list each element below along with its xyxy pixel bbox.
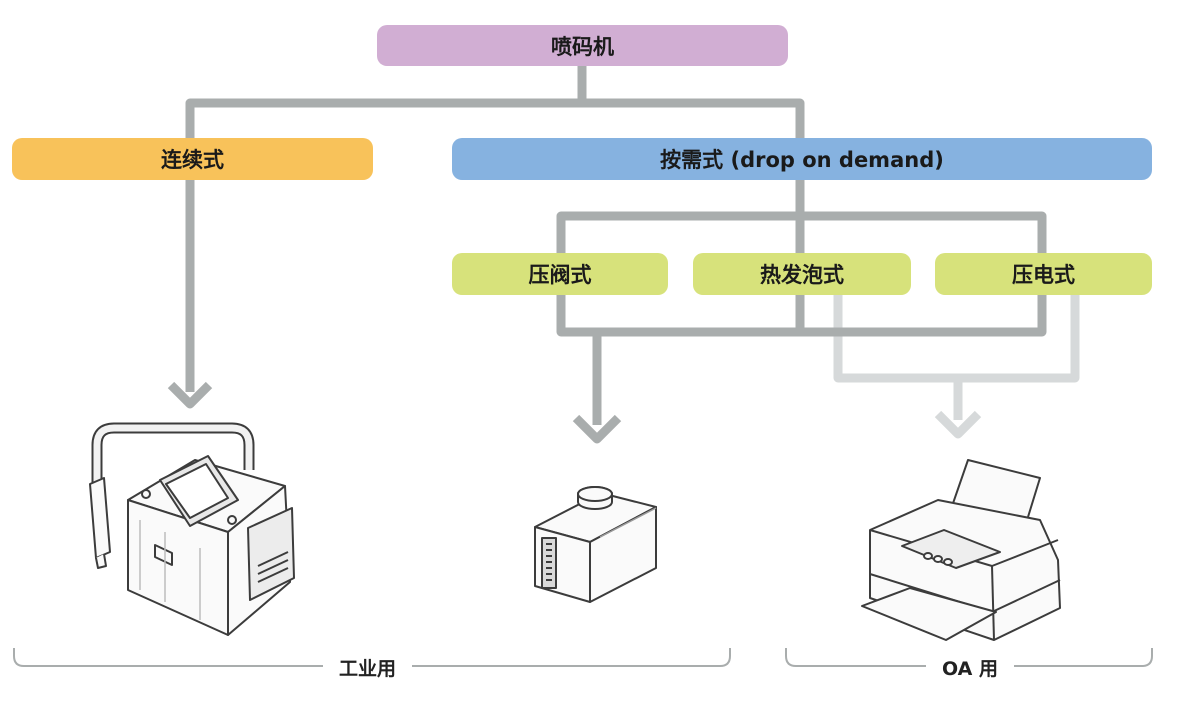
method-node-piezo: 压电式 [935,253,1152,295]
method-node-label: 压电式 [1012,263,1075,287]
on-demand-node: 按需式 (drop on demand) [452,138,1152,180]
industrial-cij-printer-icon [89,422,295,636]
method-node-label: 热发泡式 [760,263,844,287]
on-demand-node-label: 按需式 (drop on demand) [660,148,944,172]
root-node-label: 喷码机 [551,34,614,59]
continuous-node: 连续式 [12,138,373,180]
dark-connectors [167,64,1047,444]
root-node-inkjet: 喷码机 [377,25,788,66]
group-label-industrial: 工业用 [323,654,413,681]
method-node-label: 压阀式 [528,263,592,287]
method-node-thermal: 热发泡式 [693,253,911,295]
ink-cartridge-head-icon [534,486,657,603]
method-node-valve: 压阀式 [452,253,668,295]
desktop-inkjet-printer-icon [861,459,1061,641]
continuous-node-label: 连续式 [161,148,224,172]
group-label-oa: OA 用 [926,654,1014,681]
